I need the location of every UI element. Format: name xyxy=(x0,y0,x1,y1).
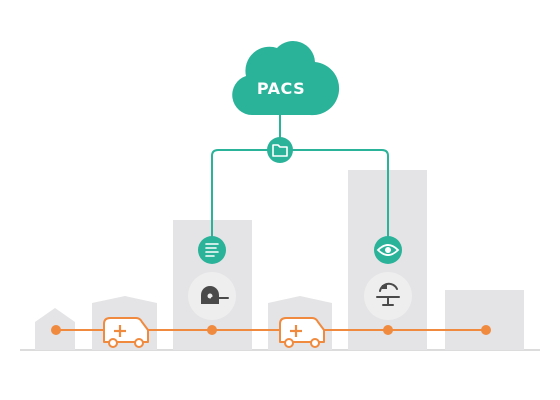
route-stop xyxy=(207,325,217,335)
building-right xyxy=(445,290,524,350)
folder-icon xyxy=(272,144,288,157)
eye-icon xyxy=(376,244,400,256)
route-stop xyxy=(51,325,61,335)
cloud-label: PACS xyxy=(257,79,305,98)
document-icon xyxy=(205,243,219,257)
ct-scanner-device xyxy=(188,272,236,320)
eye-badge xyxy=(374,236,402,264)
cloud-shape xyxy=(232,41,340,116)
route-stop xyxy=(481,325,491,335)
folder-circle xyxy=(267,137,293,163)
branch-right-line xyxy=(292,149,389,238)
ambulance-icon xyxy=(103,317,149,348)
x-ray-machine-device xyxy=(364,272,412,320)
document-badge xyxy=(198,236,226,264)
ambulance-icon xyxy=(279,317,325,348)
branch-left-line xyxy=(211,149,268,238)
folder-connector xyxy=(267,137,293,163)
route-stop xyxy=(383,325,393,335)
ct-scanner-icon xyxy=(201,286,229,304)
document-badge-circle xyxy=(198,236,226,264)
x-ray-machine-icon xyxy=(376,282,400,306)
pacs-cloud: PACS xyxy=(232,41,340,116)
